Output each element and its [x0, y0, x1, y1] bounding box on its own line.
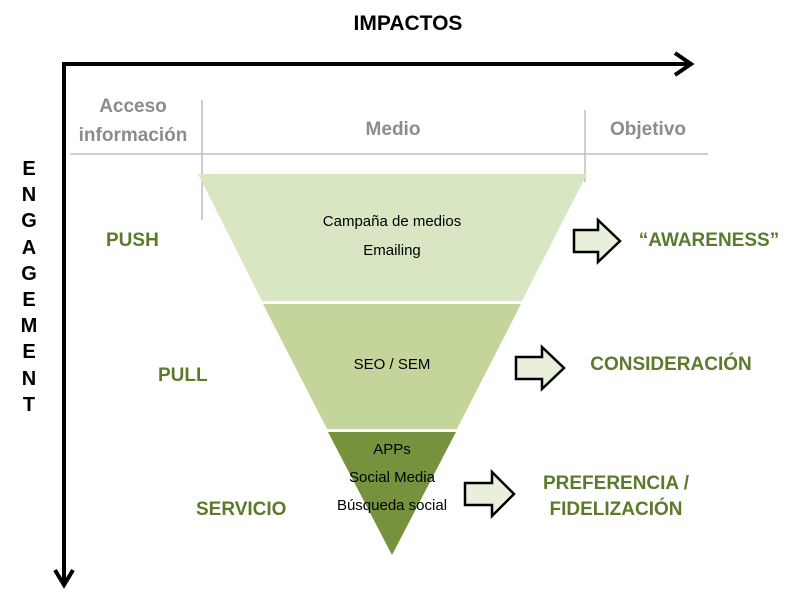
funnel-text-pull: SEO / SEM [292, 350, 492, 379]
objective-consideracion: CONSIDERACIÓN [590, 354, 752, 375]
media-item: Campaña de medios [322, 213, 462, 230]
engagement-letter: M [20, 315, 38, 338]
impact-axis-arrowhead [673, 51, 695, 77]
arrow-consideracion-icon [514, 344, 566, 392]
engagement-letter: G [21, 210, 37, 233]
objective-awareness: “AWARENESS” [638, 230, 780, 251]
funnel-section-pull [263, 304, 521, 429]
column-header-access: Acceso información [78, 96, 188, 146]
column-header-objective: Objetivo [609, 119, 686, 140]
engagement-letter: N [21, 184, 37, 207]
level-label-push: PUSH [106, 230, 159, 251]
engagement-letter: E [22, 289, 36, 312]
impact-axis-title: IMPACTOS [353, 12, 463, 35]
engagement-letter: E [22, 341, 36, 364]
arrow-awareness-icon [572, 217, 622, 265]
engagement-letter: A [21, 236, 37, 259]
engagement-letter: T [22, 393, 36, 416]
funnel-text-push: Campaña de medios Emailing [292, 207, 492, 265]
engagement-letter: E [22, 158, 36, 180]
column-header-medium: Medio [365, 119, 421, 140]
media-item: Social Media [349, 469, 435, 486]
objective-preferencia: PREFERENCIA / FIDELIZACIÓN [542, 473, 690, 520]
engagement-letter: N [21, 367, 37, 390]
media-item: Búsqueda social [336, 497, 448, 514]
funnel-section-push [198, 174, 587, 301]
arrow-preferencia-icon [463, 468, 516, 520]
media-item: Emailing [363, 242, 421, 259]
media-item: SEO / SEM [353, 356, 431, 373]
level-label-pull: PULL [158, 365, 208, 386]
level-label-servicio: SERVICIO [196, 499, 287, 520]
engagement-letter: G [21, 262, 37, 285]
funnel-text-servicio: APPs Social Media Búsqueda social [312, 436, 472, 520]
media-item: APPs [373, 441, 411, 458]
engagement-axis-arrowhead [53, 568, 75, 589]
funnel-section-servicio [328, 432, 456, 555]
